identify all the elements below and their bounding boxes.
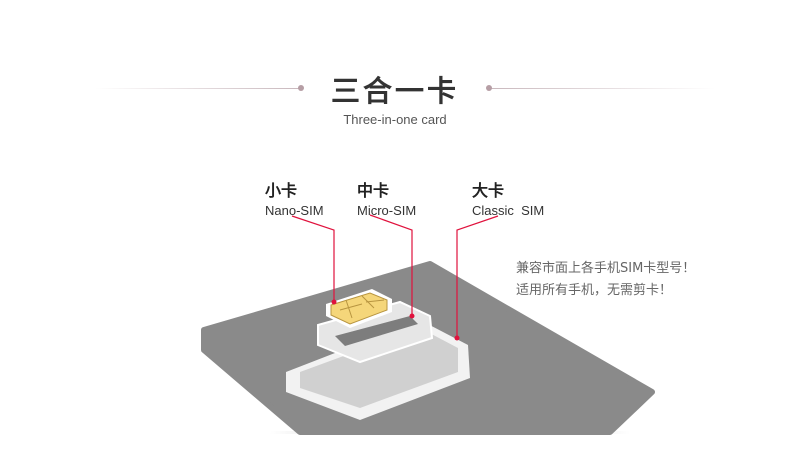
note-line-1: 兼容市面上各手机SIM卡型号！ — [516, 261, 696, 276]
label-classic-cn: 大卡 — [472, 181, 505, 200]
label-classic-en: Classic SIM — [472, 203, 545, 218]
callout-lines — [291, 214, 499, 338]
label-nano: 小卡 Nano-SIM — [265, 177, 324, 218]
page-subtitle: Three-in-one card — [343, 112, 447, 127]
divider-left — [95, 88, 300, 89]
label-micro: 中卡 Micro-SIM — [357, 177, 416, 218]
page-title: 三合一卡 — [330, 74, 459, 108]
divider-dot-right — [486, 85, 492, 91]
note-line-2: 适用所有手机，无需剪卡！ — [516, 283, 673, 298]
label-nano-en: Nano-SIM — [265, 203, 324, 218]
label-nano-cn: 小卡 — [265, 181, 298, 200]
label-micro-cn: 中卡 — [357, 181, 390, 200]
label-classic: 大卡 Classic SIM — [472, 177, 544, 218]
classic-marker — [454, 335, 460, 341]
divider-right — [490, 88, 715, 89]
label-micro-en: Micro-SIM — [357, 203, 417, 218]
micro-marker — [409, 313, 415, 319]
compatibility-note: 兼容市面上各手机SIM卡型号！ 适用所有手机，无需剪卡！ — [516, 258, 695, 302]
nano-marker — [331, 299, 337, 305]
divider-dot-left — [298, 85, 304, 91]
